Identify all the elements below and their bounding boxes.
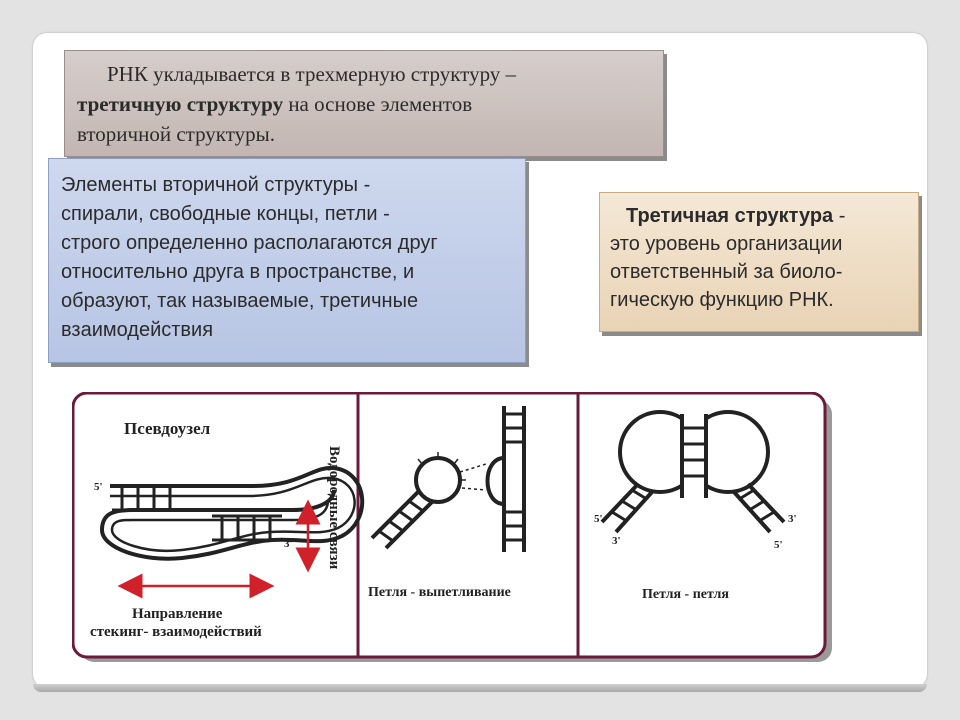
hydrogen-bonds-label: Водородные связи	[326, 446, 342, 570]
pseudoknot-5prime: 5'	[94, 481, 103, 493]
tertiary-contact	[461, 487, 487, 491]
left-3prime: 3'	[612, 535, 621, 547]
definition-term: Третичная структура	[626, 205, 834, 227]
elements-line: относительно друга в пространстве, и	[61, 261, 415, 283]
elements-box: Элементы вторичной структуры - спирали, …	[48, 158, 526, 363]
bulge	[485, 456, 505, 506]
right-5prime: 5'	[774, 539, 783, 551]
elements-line: строго определенно располагаются друг	[61, 232, 438, 254]
intro-line-3: вторичной структуры.	[77, 122, 275, 146]
definition-box: Третичная структура - это уровень органи…	[599, 192, 919, 332]
panel3-caption: Петля - петля	[642, 587, 729, 602]
definition-line: гическую функцию РНК.	[610, 289, 834, 311]
intro-term: третичную структуру	[77, 92, 284, 116]
elements-line: Элементы вторичной структуры -	[61, 174, 371, 196]
elements-line: взаимодействия	[61, 319, 214, 341]
intro-line-1: РНК укладывается в трехмерную структуру …	[107, 62, 517, 86]
panel1-title: Псевдоузел	[124, 419, 211, 438]
intro-line-2-rest: на основе элементов	[283, 92, 473, 116]
main-helix-top	[502, 406, 526, 458]
definition-dash: -	[833, 205, 846, 227]
helix-1	[112, 484, 182, 512]
intro-box: РНК укладывается в трехмерную структуру …	[64, 50, 664, 157]
rna-strand-inner	[110, 476, 356, 552]
panel-bulge: Петля - выпетливание	[368, 406, 526, 600]
main-helix-rungs	[504, 412, 524, 542]
pseudoknot-3prime: 3'	[284, 538, 293, 550]
definition-line: ответственный за биоло-	[610, 261, 843, 283]
definition-line: это уровень организации	[610, 233, 843, 255]
stem-left-rungs	[611, 488, 646, 522]
loop-loop-rungs	[682, 426, 706, 478]
hairpin-rungs	[378, 499, 424, 543]
panel2-caption: Петля - выпетливание	[368, 585, 511, 600]
elements-line: образуют, так называемые, третичные	[61, 290, 419, 312]
definition-line-1: Третичная структура -	[610, 202, 910, 230]
right-3prime: 3'	[788, 513, 797, 525]
intro-line-2: третичную структуру на основе элементов	[77, 89, 651, 119]
loop-ticks	[417, 452, 466, 481]
stacking-caption-1: Направление	[132, 606, 223, 622]
stem-right-rungs	[740, 488, 775, 522]
left-5prime: 5'	[594, 513, 603, 525]
tertiary-interactions-figure: Псевдоузел 5' 3' Водородные связи Направ…	[72, 392, 832, 662]
tertiary-contact	[459, 463, 487, 473]
panel-loop-loop: 5' 3' 3' 5' Петля - петля	[594, 410, 797, 602]
stacking-caption-2: стекинг- взаимодействий	[90, 624, 262, 640]
panel-pseudoknot: Псевдоузел 5' 3' Водородные связи Направ…	[90, 419, 365, 640]
slide-bottom-edge	[33, 684, 927, 692]
helix-2	[212, 514, 282, 542]
elements-line: спирали, свободные концы, петли -	[61, 203, 390, 225]
